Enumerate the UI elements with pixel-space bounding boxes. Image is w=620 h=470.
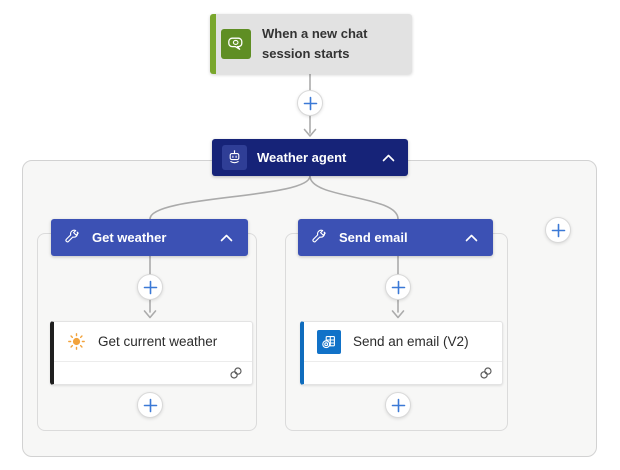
plus-icon (391, 280, 405, 294)
chevron-up-icon (382, 154, 394, 161)
chat-icon (221, 29, 251, 59)
bot-icon (222, 145, 247, 170)
arrowhead-icon (303, 128, 317, 137)
agent-collapse-button[interactable] (378, 148, 398, 168)
sun-icon (67, 332, 86, 351)
link-icon (479, 366, 493, 380)
branch1-insert-step-button[interactable] (137, 274, 163, 300)
branch1-add-action-button[interactable] (137, 392, 163, 418)
branch1-collapse-button[interactable] (216, 228, 236, 248)
plus-icon (551, 223, 565, 237)
branch-header-title: Get weather (92, 230, 167, 245)
action-card-footer (54, 361, 252, 384)
agent-node[interactable]: Weather agent (212, 139, 408, 176)
branch-header-get-weather[interactable]: Get weather (51, 219, 248, 256)
branch2-add-action-button[interactable] (385, 392, 411, 418)
wrench-icon (310, 229, 327, 246)
branch-header-title: Send email (339, 230, 408, 245)
wrench-icon (63, 229, 80, 246)
chevron-up-icon (220, 234, 232, 241)
link-icon (229, 366, 243, 380)
outlook-icon (317, 329, 341, 354)
trigger-node[interactable]: When a new chat session starts (210, 14, 412, 74)
plus-icon (303, 96, 317, 110)
agent-title: Weather agent (257, 150, 347, 165)
action-title: Get current weather (98, 334, 218, 349)
chevron-up-icon (465, 234, 477, 241)
plus-icon (143, 280, 157, 294)
plus-icon (143, 398, 157, 412)
branch2-collapse-button[interactable] (461, 228, 481, 248)
action-card-get-current-weather[interactable]: Get current weather (50, 321, 253, 385)
action-card-main: Get current weather (54, 322, 252, 361)
action-card-send-an-email[interactable]: Send an email (V2) (300, 321, 503, 385)
action-card-main: Send an email (V2) (304, 322, 502, 361)
branch2-insert-step-button[interactable] (385, 274, 411, 300)
insert-step-after-trigger-button[interactable] (297, 90, 323, 116)
action-card-footer (304, 361, 502, 384)
branch-header-send-email[interactable]: Send email (298, 219, 493, 256)
trigger-title: When a new chat session starts (262, 26, 368, 61)
action-title: Send an email (V2) (353, 334, 469, 349)
plus-icon (391, 398, 405, 412)
add-branch-button[interactable] (545, 217, 571, 243)
